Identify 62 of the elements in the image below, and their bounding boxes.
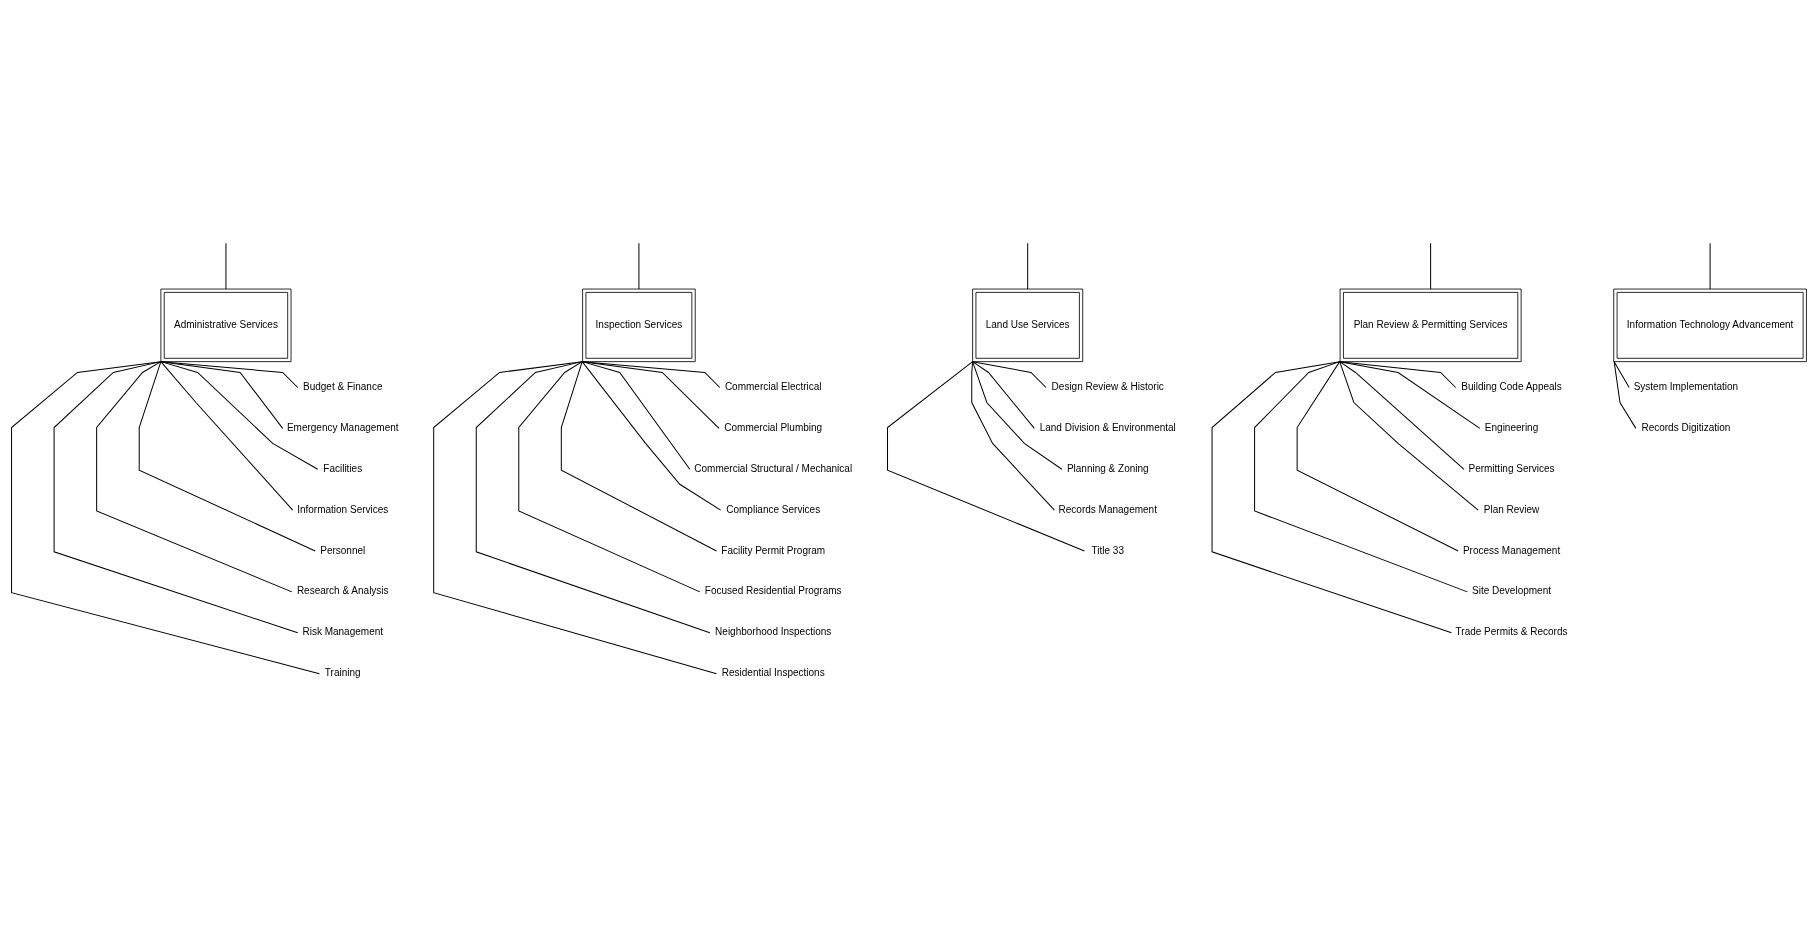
node-text: Permitting Services xyxy=(1468,462,1555,474)
node-text: Planning & Zoning xyxy=(1066,462,1149,474)
node-text: Emergency Management xyxy=(286,421,399,433)
node-text: System Implementation xyxy=(1633,380,1739,392)
node-text: Compliance Services xyxy=(726,503,821,515)
node-text: Records Digitization xyxy=(1641,421,1731,433)
connector xyxy=(972,360,1035,429)
node-text: Engineering xyxy=(1484,421,1539,433)
connector xyxy=(475,360,711,633)
node-text: Commercial Plumbing xyxy=(724,421,823,433)
connector xyxy=(887,360,1085,551)
connector xyxy=(225,242,227,289)
node-text: Residential Inspections xyxy=(721,666,825,678)
node-text: Commercial Structural / Mechanical xyxy=(694,462,853,474)
node-text: Building Code Appeals xyxy=(1461,380,1562,392)
connector xyxy=(1339,360,1479,511)
node-text: Focused Residential Programs xyxy=(704,584,842,596)
connector xyxy=(560,360,717,551)
node-text: Facility Permit Program xyxy=(721,544,826,556)
connector xyxy=(638,242,640,289)
node-text: Risk Management xyxy=(302,625,384,637)
connector xyxy=(1254,360,1468,592)
connector xyxy=(1339,360,1481,429)
connector xyxy=(160,360,294,511)
connector xyxy=(433,360,717,674)
connector xyxy=(581,360,691,470)
node-text: Personnel xyxy=(320,544,366,556)
node-text: Neighborhood Inspections xyxy=(715,625,832,637)
connector xyxy=(972,360,1047,388)
node-text: Design Review & Historic xyxy=(1051,380,1164,392)
connector xyxy=(972,360,1063,470)
node-text: Title 33 xyxy=(1091,544,1124,556)
node-text: Land Division & Environmental xyxy=(1039,421,1176,433)
node-text: Site Development xyxy=(1472,584,1552,596)
connector xyxy=(160,360,284,429)
node-text: Records Management xyxy=(1058,503,1157,515)
connector xyxy=(160,360,319,470)
node-text: Information Services xyxy=(297,503,389,515)
connector xyxy=(1296,360,1459,551)
connector xyxy=(971,360,1055,511)
connector xyxy=(581,360,722,511)
node-text: Commercial Electrical xyxy=(724,380,822,392)
connector xyxy=(1211,360,1452,633)
node-text: Facilities xyxy=(323,462,363,474)
node-text: Training xyxy=(324,666,361,678)
connector xyxy=(53,360,299,633)
connector xyxy=(1027,242,1029,289)
node-text: Trade Permits & Records xyxy=(1455,625,1568,637)
node-text: Plan Review xyxy=(1483,503,1540,515)
connector xyxy=(1709,242,1711,289)
node-text: Budget & Finance xyxy=(303,380,383,392)
connector xyxy=(11,360,320,674)
connector xyxy=(138,360,316,551)
connector xyxy=(96,360,293,592)
connector xyxy=(1613,360,1630,388)
connector xyxy=(1339,360,1465,470)
node-text: Process Management xyxy=(1462,544,1561,556)
connector xyxy=(1613,360,1637,429)
node-text: Research & Analysis xyxy=(296,584,389,596)
connector xyxy=(581,360,720,429)
connector xyxy=(1430,242,1432,289)
connector xyxy=(518,360,701,592)
